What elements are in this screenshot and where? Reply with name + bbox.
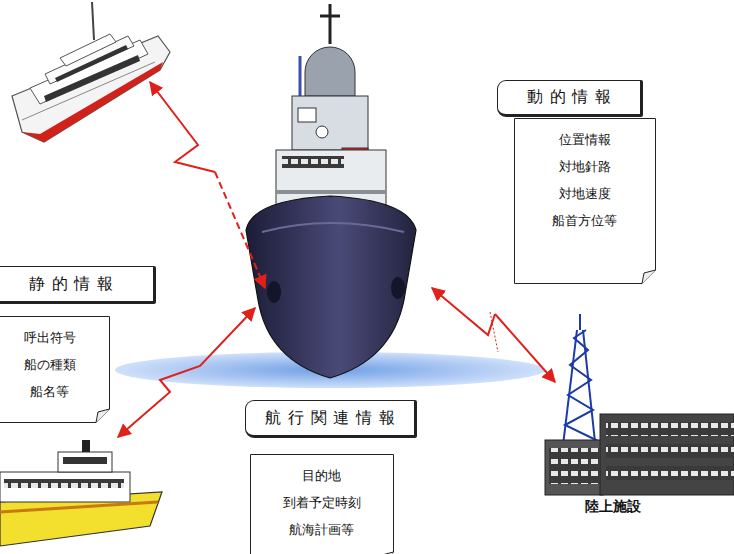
note-fold	[96, 409, 110, 423]
facility-label: 陸上施設	[583, 498, 643, 516]
mast	[92, 2, 94, 40]
radio-link	[118, 308, 255, 437]
porthole	[316, 126, 328, 138]
hull-line	[22, 62, 155, 120]
mast	[320, 15, 340, 18]
anchor	[391, 277, 405, 299]
bridge	[60, 34, 116, 66]
building-windows	[606, 444, 734, 458]
hull-line	[262, 223, 404, 232]
deck-line	[276, 190, 386, 194]
passenger-ship	[12, 2, 170, 142]
radio-link	[150, 82, 215, 172]
anchor	[267, 281, 281, 303]
radio-links	[118, 82, 555, 437]
heading-text: 動的情報	[520, 87, 618, 108]
heading-text: 静的情報	[22, 274, 120, 295]
window-row	[4, 479, 124, 488]
hull-stripe	[0, 502, 158, 512]
note-text: 目的地 到着予定時刻 航海計画等	[279, 462, 365, 543]
note-box: 目的地 到着予定時刻 航海計画等	[250, 454, 394, 554]
radio-link	[215, 172, 265, 288]
heading-box: 航行関連情報	[245, 400, 417, 438]
ship-hull	[246, 196, 416, 378]
building-wing	[545, 440, 603, 495]
radio-link	[432, 288, 495, 335]
note-shape	[515, 119, 656, 284]
window-row	[282, 156, 344, 168]
bridge	[292, 96, 368, 150]
note-text: 位置情報 対地針路 対地速度 船首方位等	[549, 126, 622, 234]
heading-text: 航行関連情報	[258, 408, 401, 429]
funnel	[82, 440, 90, 452]
ship-cabin	[0, 472, 130, 502]
note-fold	[380, 552, 394, 554]
building-windows	[549, 448, 599, 484]
note-shape	[0, 317, 110, 423]
note-fold	[642, 270, 656, 284]
ferry-ship	[0, 440, 162, 546]
building-windows	[606, 466, 734, 480]
heading-box: 静的情報	[0, 266, 156, 304]
note-box: 位置情報 対地針路 対地速度 船首方位等	[514, 118, 656, 284]
building-windows	[606, 422, 734, 436]
radio-link	[490, 312, 498, 352]
own-ship	[115, 4, 545, 388]
bridge	[58, 452, 112, 472]
radio-link	[495, 314, 555, 382]
heading-box: 動的情報	[497, 80, 643, 117]
building	[600, 414, 734, 495]
land-facility	[545, 314, 734, 495]
radome	[305, 47, 355, 96]
bridge-window	[298, 108, 316, 122]
note-shape	[251, 455, 394, 554]
note-box: 呼出符号 船の種類 船名等	[0, 316, 110, 423]
mast	[329, 4, 332, 44]
window-row	[63, 457, 107, 464]
note-text: 呼出符号 船の種類 船名等	[20, 324, 80, 405]
